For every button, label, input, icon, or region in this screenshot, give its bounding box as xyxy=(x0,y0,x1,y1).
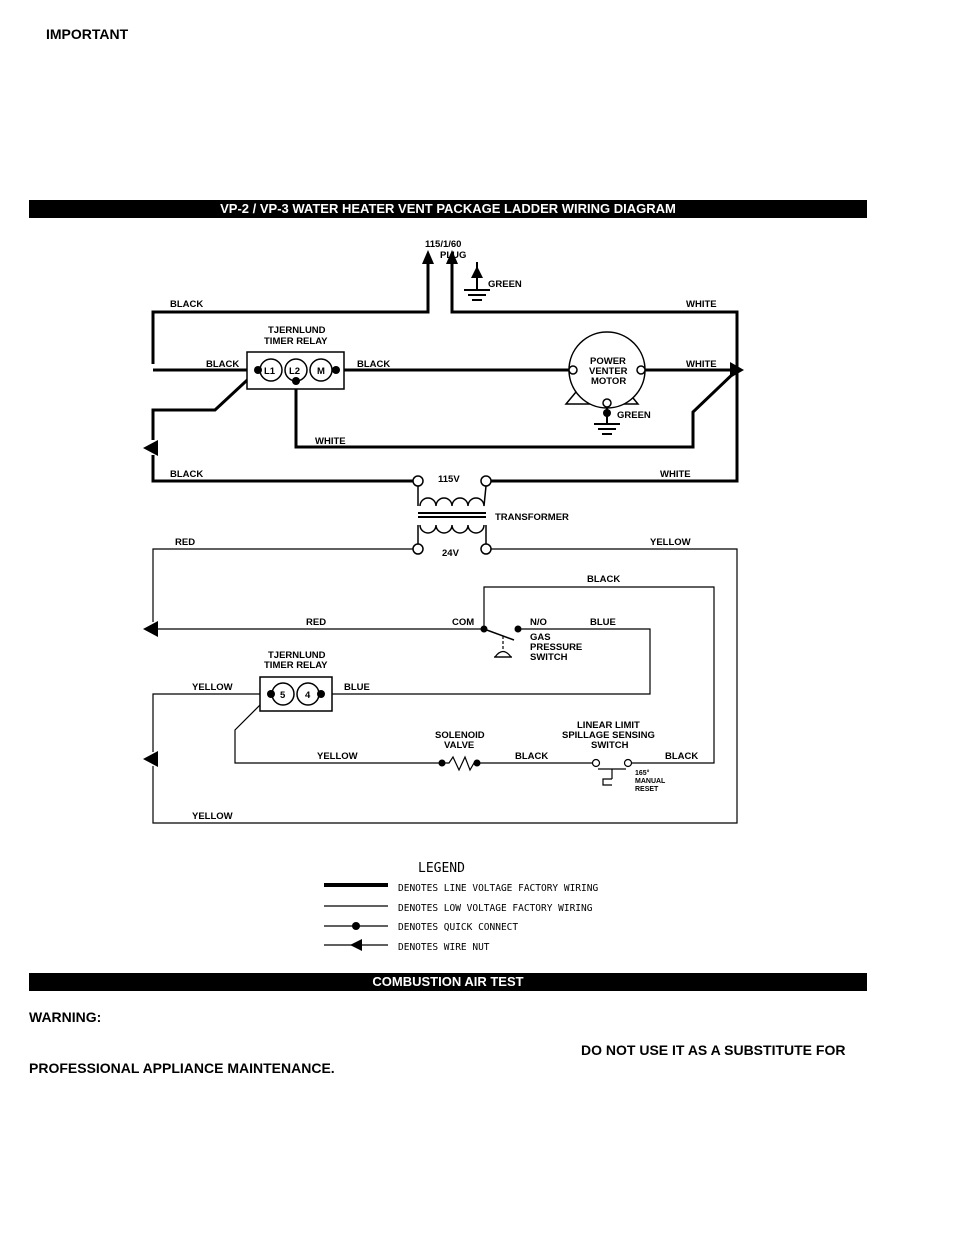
plug-arrow-left xyxy=(422,250,434,264)
wire-white-middle: WHITE xyxy=(315,436,346,447)
wire-yellow-bottom: YELLOW xyxy=(192,811,233,822)
limit-note3: RESET xyxy=(635,786,659,793)
combustion-title-bar: COMBUSTION AIR TEST xyxy=(29,973,867,991)
wire-red-top: RED xyxy=(175,537,195,548)
gas-switch-com: COM xyxy=(452,617,474,628)
wire-black-switch: BLACK xyxy=(587,574,620,585)
solenoid-line2: VALVE xyxy=(444,740,474,751)
caution-line2: PROFESSIONAL APPLIANCE MAINTENANCE. xyxy=(29,1060,335,1076)
motor-line3: MOTOR xyxy=(591,376,626,387)
terminal-5: 5 xyxy=(280,690,286,701)
limit-switch-line3: SWITCH xyxy=(591,740,629,751)
caution-line1: DO NOT USE IT AS A SUBSTITUTE FOR xyxy=(581,1042,846,1058)
transformer-secondary: 24V xyxy=(442,548,460,559)
limit-switch-icon xyxy=(591,758,633,786)
limit-note2: MANUAL xyxy=(635,778,666,785)
wire-black-relay-right: BLACK xyxy=(357,359,390,370)
top-relay-line1: TJERNLUND xyxy=(268,325,326,336)
gas-switch-line1: GAS xyxy=(530,632,551,643)
legend-title: LEGEND xyxy=(418,861,465,876)
wire-white-top: WHITE xyxy=(686,299,717,310)
wire-blue-switch: BLUE xyxy=(590,617,616,628)
plug-ground-label: GREEN xyxy=(488,279,522,290)
wire-nut-yellow xyxy=(143,751,158,767)
limit-switch-line1: LINEAR LIMIT xyxy=(577,720,640,731)
terminal-l1: L1 xyxy=(264,366,276,377)
power-rating-label: 115/1/60 xyxy=(425,239,461,250)
gas-switch-line3: SWITCH xyxy=(530,652,568,663)
warning-heading: WARNING: xyxy=(29,1009,102,1025)
wire-nut-red xyxy=(143,621,158,637)
solenoid-valve-icon xyxy=(438,755,481,772)
plug-arrow-right xyxy=(446,250,458,264)
motor-line2: VENTER xyxy=(589,366,628,377)
wire-nut-white xyxy=(730,362,744,378)
legend-item-wire-nut: DENOTES WIRE NUT xyxy=(398,942,490,953)
bottom-relay-line1: TJERNLUND xyxy=(268,650,326,661)
wire-red-middle: RED xyxy=(306,617,326,628)
plug-label: PLUG xyxy=(440,250,466,261)
wire-blue-relay: BLUE xyxy=(344,682,370,693)
wire-black-top: BLACK xyxy=(170,299,203,310)
gas-pressure-switch-icon xyxy=(480,625,522,658)
terminal-l2: L2 xyxy=(289,366,300,377)
important-heading: IMPORTANT xyxy=(46,26,129,42)
wire-white-motor: WHITE xyxy=(686,359,717,370)
wire-black-relay-left: BLACK xyxy=(206,359,239,370)
terminal-4: 4 xyxy=(305,690,311,701)
legend-item-low-voltage: DENOTES LOW VOLTAGE FACTORY WIRING xyxy=(398,903,593,914)
motor-ground-label: GREEN xyxy=(617,410,651,421)
limit-switch-line2: SPILLAGE SENSING xyxy=(562,730,655,741)
top-relay-line2: TIMER RELAY xyxy=(264,336,328,347)
transformer-icon xyxy=(412,475,492,555)
wire-yellow-top: YELLOW xyxy=(650,537,691,548)
wire-black-limit: BLACK xyxy=(665,751,698,762)
transformer-label: TRANSFORMER xyxy=(495,512,569,523)
motor-line1: POWER xyxy=(590,356,626,367)
wire-nut-black-upper xyxy=(143,440,158,456)
transformer-primary: 115V xyxy=(438,474,460,485)
wire-black-transformer: BLACK xyxy=(170,469,203,480)
limit-note1: 165° xyxy=(635,769,650,777)
gas-switch-no: N/O xyxy=(530,617,547,628)
wire-white-transformer: WHITE xyxy=(660,469,691,480)
gas-switch-line2: PRESSURE xyxy=(530,642,582,653)
wire-yellow-relay: YELLOW xyxy=(192,682,233,693)
legend-item-line-voltage: DENOTES LINE VOLTAGE FACTORY WIRING xyxy=(398,883,598,894)
solenoid-line1: SOLENOID xyxy=(435,730,485,741)
wire-yellow-solenoid: YELLOW xyxy=(317,751,358,762)
wire-black-solenoid: BLACK xyxy=(515,751,548,762)
diagram-title-bar: VP-2 / VP-3 WATER HEATER VENT PACKAGE LA… xyxy=(29,200,867,218)
legend: LEGEND DENOTES LINE VOLTAGE FACTORY WIRI… xyxy=(324,861,598,953)
terminal-m: M xyxy=(317,366,325,377)
bottom-relay-line2: TIMER RELAY xyxy=(264,660,328,671)
legend-item-quick-connect: DENOTES QUICK CONNECT xyxy=(398,922,518,933)
low-voltage-wiring xyxy=(152,548,738,824)
line-voltage-wiring xyxy=(151,262,739,483)
